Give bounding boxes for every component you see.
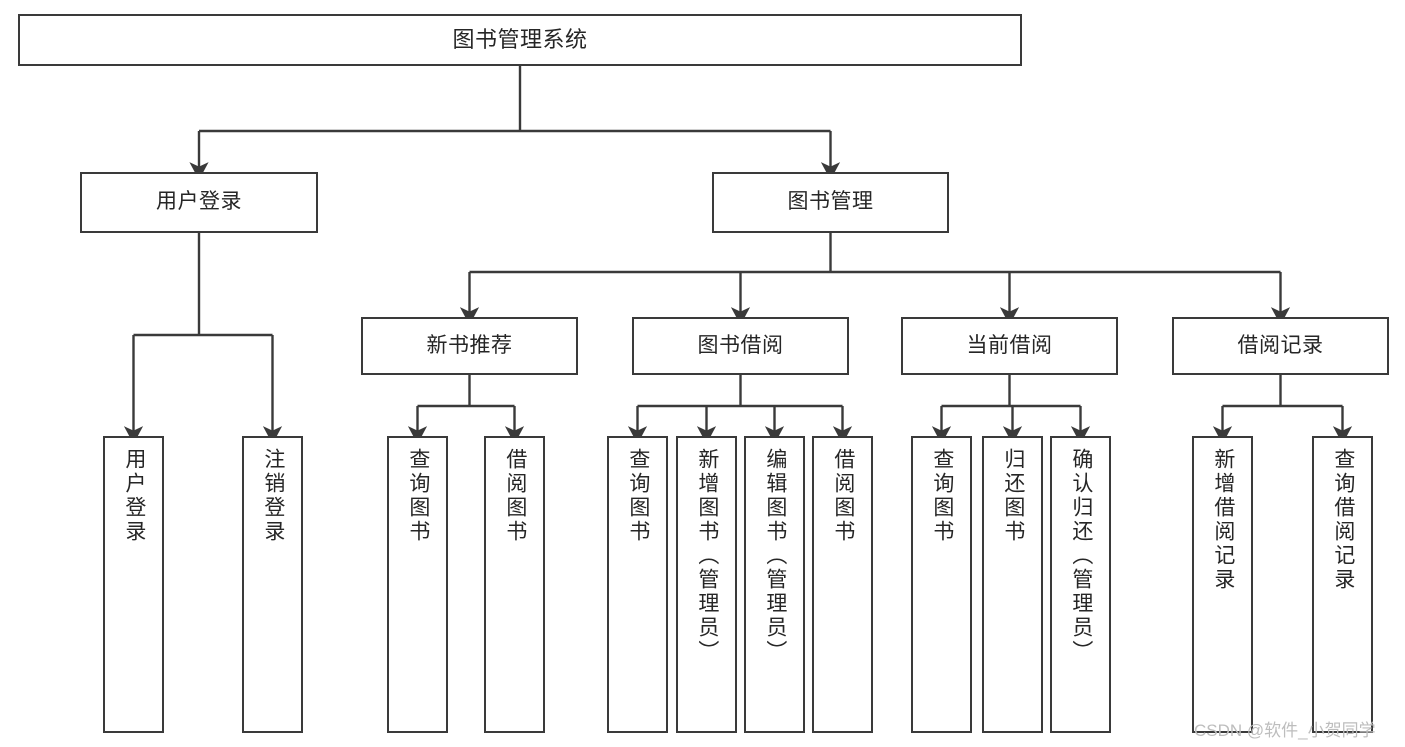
- node-label: 用户登录: [156, 190, 242, 214]
- node-leaf-borrow-book-rec[interactable]: 借阅图书: [484, 436, 545, 733]
- node-leaf-user-login[interactable]: 用户登录: [103, 436, 164, 733]
- node-borrow-record[interactable]: 借阅记录: [1172, 317, 1389, 375]
- node-label: 查询图书: [406, 448, 430, 544]
- node-label: 借阅图书: [503, 448, 527, 544]
- node-label: 图书管理: [787, 190, 874, 214]
- edge-group: [123, 66, 1353, 445]
- node-leaf-confirm-return[interactable]: 确认归还（管理员）: [1050, 436, 1111, 733]
- node-leaf-add-record[interactable]: 新增借阅记录: [1192, 436, 1253, 733]
- node-label: 图书管理系统: [452, 27, 588, 53]
- node-leaf-query-book[interactable]: 查询图书: [607, 436, 668, 733]
- node-root[interactable]: 图书管理系统: [18, 14, 1022, 66]
- node-label: 用户登录: [122, 448, 146, 544]
- node-leaf-edit-book[interactable]: 编辑图书（管理员）: [744, 436, 805, 733]
- node-new-book-rec[interactable]: 新书推荐: [361, 317, 578, 375]
- node-leaf-query-book-cur[interactable]: 查询图书: [911, 436, 972, 733]
- node-label: 借阅记录: [1237, 333, 1324, 357]
- node-label: 编辑图书（管理员）: [763, 448, 787, 664]
- node-book-borrow[interactable]: 图书借阅: [632, 317, 849, 375]
- node-label: 查询图书: [930, 448, 954, 544]
- node-leaf-return-book[interactable]: 归还图书: [982, 436, 1043, 733]
- node-current-borrow[interactable]: 当前借阅: [901, 317, 1118, 375]
- node-label: 新书推荐: [426, 333, 513, 357]
- node-leaf-user-logout[interactable]: 注销登录: [242, 436, 303, 733]
- node-book-manage[interactable]: 图书管理: [712, 172, 949, 233]
- node-label: 查询图书: [626, 448, 650, 544]
- node-leaf-add-book[interactable]: 新增图书（管理员）: [676, 436, 737, 733]
- node-label: 图书借阅: [697, 333, 784, 357]
- node-leaf-query-record[interactable]: 查询借阅记录: [1312, 436, 1373, 733]
- node-leaf-query-book-rec[interactable]: 查询图书: [387, 436, 448, 733]
- node-leaf-borrow-book[interactable]: 借阅图书: [812, 436, 873, 733]
- node-label: 借阅图书: [831, 448, 855, 544]
- node-label: 确认归还（管理员）: [1069, 448, 1093, 664]
- node-label: 当前借阅: [966, 333, 1053, 357]
- node-label: 新增借阅记录: [1211, 448, 1235, 592]
- node-label: 注销登录: [261, 448, 285, 544]
- node-user-login[interactable]: 用户登录: [80, 172, 318, 233]
- node-label: 新增图书（管理员）: [695, 448, 719, 664]
- node-label: 查询借阅记录: [1331, 448, 1355, 592]
- node-label: 归还图书: [1001, 448, 1025, 544]
